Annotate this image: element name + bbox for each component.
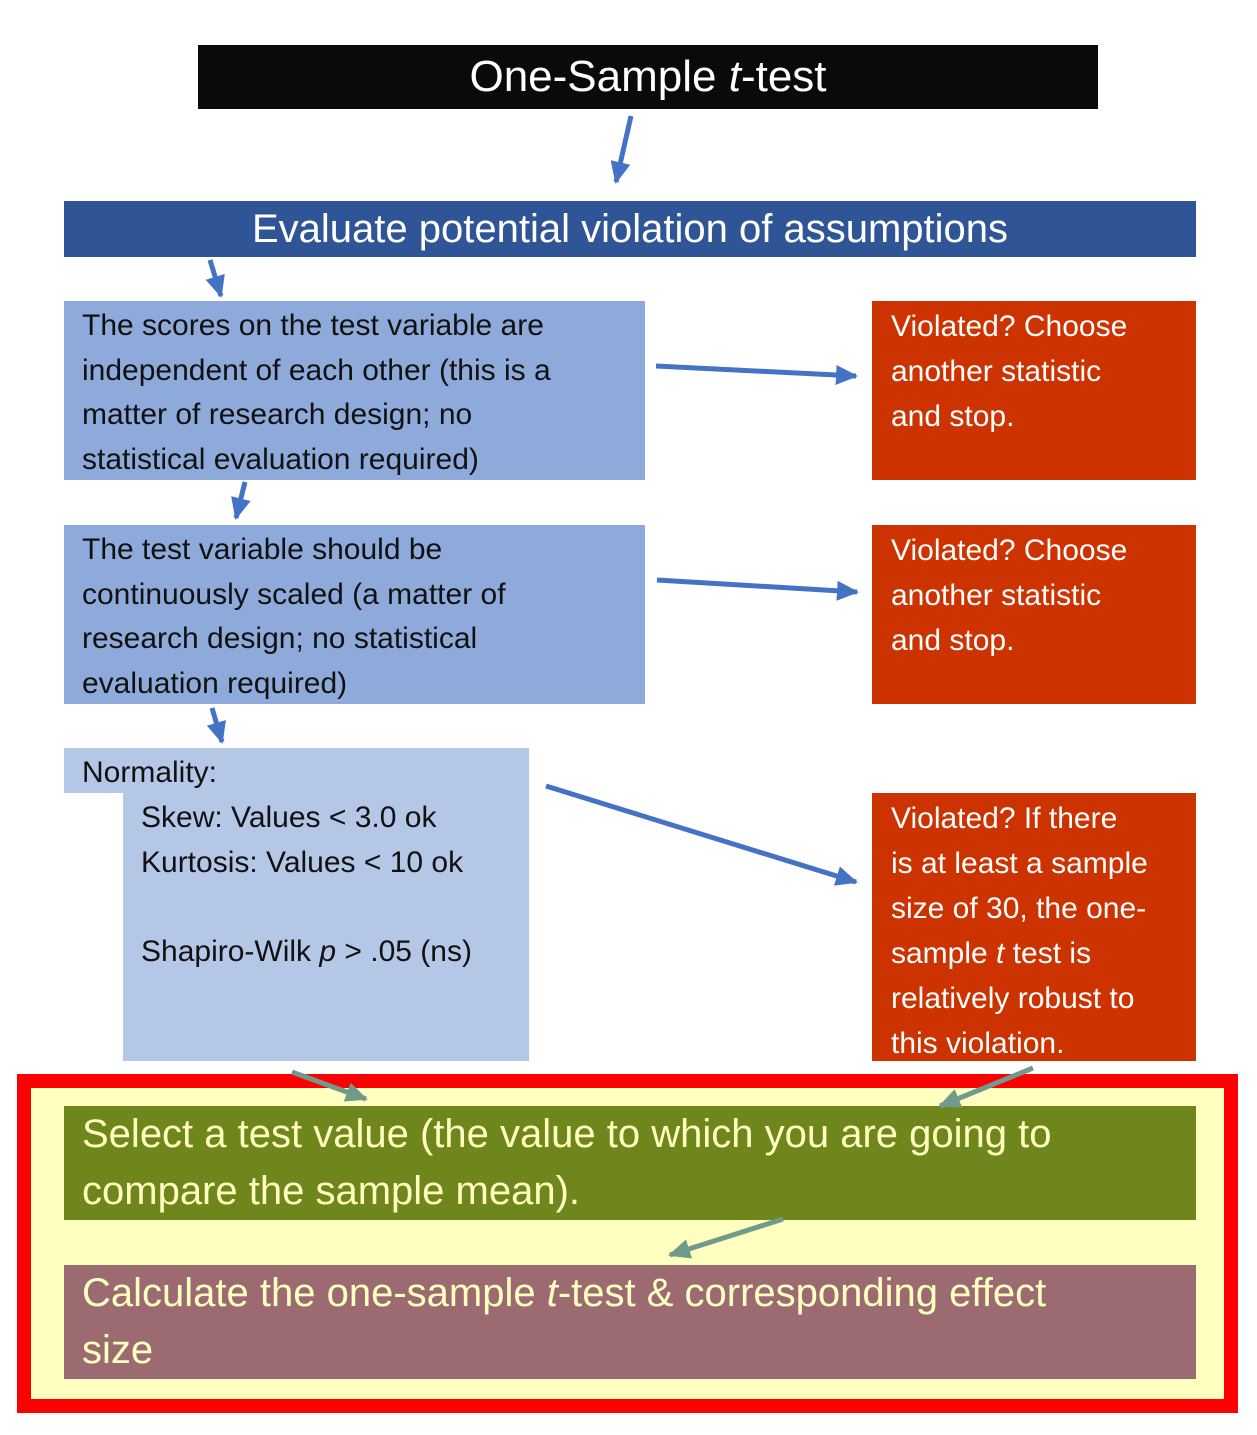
violation-line: is at least a sample	[891, 847, 1148, 880]
violation-line: relatively robust to	[891, 982, 1135, 1015]
arrow-normality-to-violation	[545, 783, 858, 886]
calculate-box: Calculate the one-sample t-test & corres…	[64, 1265, 1196, 1379]
calculate-italic-t: t	[546, 1271, 558, 1315]
violation-line: Violated? Choose	[891, 534, 1128, 567]
title-box: One-Sample t-test	[198, 45, 1098, 109]
title-italic-t: t	[728, 52, 741, 101]
violation-line: another statistic	[891, 579, 1102, 612]
shapiro-prefix: Shapiro-Wilk	[141, 935, 320, 968]
assumption-line: The scores on the test variable are	[82, 309, 544, 342]
calculate-prefix: Calculate the one-sample	[82, 1271, 547, 1315]
title-prefix: One-Sample	[469, 52, 729, 101]
calculate-line: Calculate the one-sample t-test & corres…	[82, 1265, 1176, 1322]
violation-line: and stop.	[891, 624, 1015, 657]
violation-line: Violated? If there	[891, 802, 1118, 835]
arrow-independence-to-continuous	[231, 481, 251, 520]
normality-shapiro: Shapiro-Wilk p > .05 (ns)	[141, 929, 472, 974]
violation-line: Violated? Choose	[891, 310, 1128, 343]
violation-line: sample t test is	[891, 931, 1184, 976]
select-line: Select a test value (the value to which …	[82, 1112, 1052, 1156]
select-line: compare the sample mean).	[82, 1169, 581, 1213]
assumption-line: research design; no statistical	[82, 622, 478, 655]
arrow-select-to-calculate	[668, 1216, 784, 1259]
normality-box	[123, 748, 529, 1061]
violation-line: another statistic	[891, 355, 1102, 388]
arrow-title-to-header	[610, 115, 634, 184]
assumption-line: matter of research design; no	[82, 398, 473, 431]
assumption-line: statistical evaluation required)	[82, 442, 479, 476]
violation-line4-suffix: test is	[1004, 937, 1092, 970]
arrow-header-to-independence	[205, 259, 225, 298]
assumption-line: The test variable should be	[82, 533, 443, 566]
violation-box-independence: Violated? Choose another statistic and s…	[872, 301, 1196, 480]
normality-heading: Normality:	[82, 756, 218, 789]
assumptions-header: Evaluate potential violation of assumpti…	[64, 201, 1196, 257]
violation-line4-prefix: sample	[891, 937, 997, 970]
arrow-continuous-to-normality	[206, 707, 226, 744]
arrow-normality-to-select	[291, 1069, 368, 1102]
violation-box-continuous: Violated? Choose another statistic and s…	[872, 525, 1196, 704]
shapiro-suffix: > .05 (ns)	[336, 935, 472, 968]
violation-italic-t: t	[996, 937, 1005, 970]
violation-line: and stop.	[891, 400, 1015, 433]
arrow-violation-to-select	[938, 1065, 1034, 1109]
violation-line: this violation.	[891, 1027, 1065, 1060]
violation-line: size of 30, the one-	[891, 892, 1147, 925]
shapiro-italic-p: p	[319, 935, 337, 968]
arrow-independence-to-violation	[655, 363, 858, 385]
assumption-line: evaluation required)	[82, 666, 348, 700]
calculate-line: size	[82, 1328, 154, 1372]
select-test-value-box: Select a test value (the value to which …	[64, 1106, 1196, 1220]
assumption-independence-box: The scores on the test variable are inde…	[64, 301, 645, 480]
calculate-suffix: -test & corresponding effect	[557, 1271, 1047, 1315]
assumption-line: continuously scaled (a matter of	[82, 577, 506, 611]
title-suffix: -test	[740, 52, 827, 101]
violation-box-normality: Violated? If there is at least a sample …	[872, 793, 1196, 1061]
arrow-continuous-to-violation	[656, 577, 859, 601]
normality-kurtosis: Kurtosis: Values < 10 ok	[141, 846, 464, 879]
assumption-continuous-box: The test variable should be continuously…	[64, 525, 645, 704]
normality-skew: Skew: Values < 3.0 ok	[141, 801, 437, 834]
assumption-line: independent of each other (this is a	[82, 353, 551, 387]
